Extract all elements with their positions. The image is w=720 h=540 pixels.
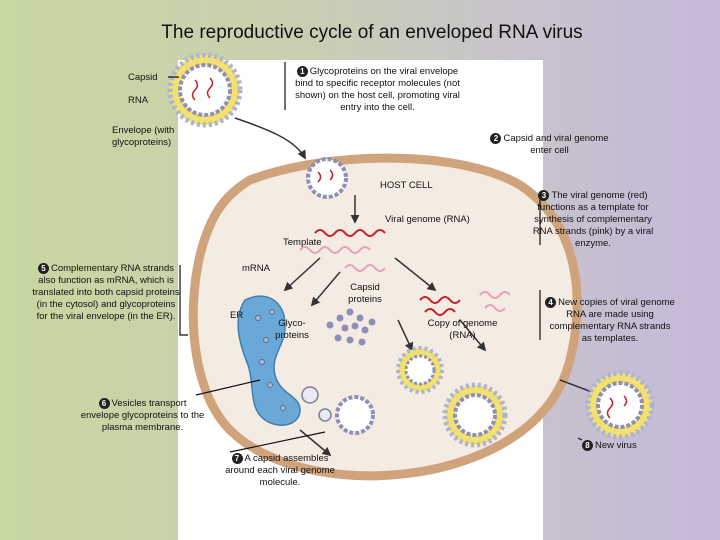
step-7-number: 7: [231, 453, 243, 464]
entering-capsid: [306, 157, 348, 199]
step-2-number: 2: [490, 133, 502, 144]
step-1-text: Glycoproteins on the viral envelope bind…: [295, 66, 460, 114]
step-4-number: 4: [545, 297, 557, 308]
host-cell-label: HOST CELL: [380, 180, 433, 191]
diagram-title: The reproductive cycle of an enveloped R…: [161, 22, 583, 43]
leader-lines: [168, 62, 583, 453]
rna-template-strands: [479, 291, 511, 312]
vesicles: [301, 386, 332, 422]
template-rna: [299, 246, 371, 254]
step-5-number: 5: [37, 263, 49, 274]
step-3-number: 3: [538, 190, 550, 201]
capsid-label: Capsid: [128, 72, 158, 83]
glycoproteins-label: Glyco- proteins: [275, 318, 309, 341]
new-virus: [585, 370, 655, 440]
step-8-number: 8: [582, 440, 593, 451]
released-virus: [442, 382, 508, 448]
capsid-proteins-label: Capsid proteins: [348, 282, 382, 305]
mrna-strand: [344, 264, 386, 272]
step-2-text: Capsid and viral genome enter cell: [503, 133, 609, 157]
assembled-capsid: [335, 395, 375, 435]
er-label: ER: [230, 310, 244, 321]
step-4-text: New copies of viral genome RNA are made …: [549, 297, 675, 345]
step-3-text: The viral genome (red) functions as a te…: [532, 190, 654, 250]
copy-of-genome-label: Copy of genome (RNA): [427, 318, 498, 341]
viral-genome-label: Viral genome (RNA): [385, 214, 470, 225]
mrna-label: mRNA: [242, 263, 270, 274]
step-1-number: 1: [296, 66, 308, 77]
envelope-label: Envelope (with glycoproteins): [112, 125, 175, 148]
viral-genome-rna: [314, 229, 386, 237]
step-6-number: 6: [98, 398, 110, 409]
er-organelle: [237, 295, 301, 426]
template-label: Template: [283, 237, 322, 248]
rna-copy-strands: [419, 296, 461, 316]
step-8-text: New virus: [595, 440, 637, 452]
budding-virus: [396, 346, 444, 394]
step-6-text: Vesicles transport envelope glycoprotein…: [80, 398, 205, 434]
capsid-protein-cluster: [326, 308, 376, 346]
er-lumen-glycoproteins: [255, 309, 286, 411]
step-5-text: Complementary RNA strands also function …: [32, 263, 180, 323]
step-7-text: A capsid assembles around each viral gen…: [225, 453, 335, 489]
rna-label: RNA: [128, 95, 149, 106]
virus-particle-initial: [167, 52, 243, 128]
